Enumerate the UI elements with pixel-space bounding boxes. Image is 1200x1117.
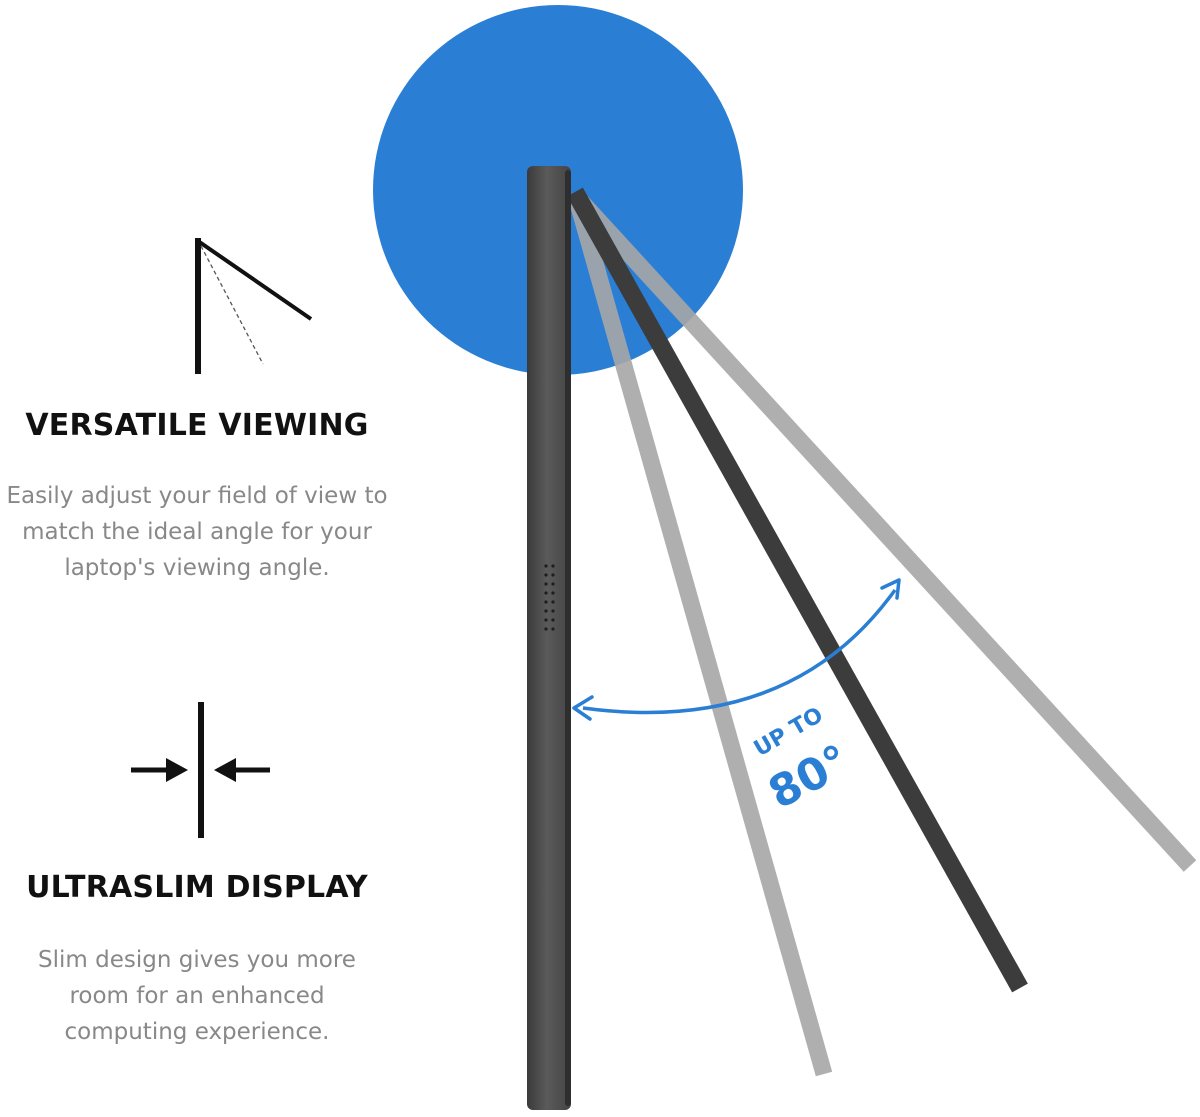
monitor-side-profile bbox=[527, 166, 571, 1110]
tilted-panel-ghost-far bbox=[569, 190, 1197, 872]
feature-title-versatile-viewing: VERSATILE VIEWING bbox=[25, 408, 369, 443]
description-line: Slim design gives you more bbox=[38, 947, 356, 973]
speaker-grille-icon bbox=[544, 564, 555, 631]
slim-profile-arrows-icon bbox=[131, 702, 270, 838]
feature-description-ultraslim-display: Slim design gives you more room for an e… bbox=[0, 942, 394, 1050]
hinge-angle-icon bbox=[195, 238, 313, 374]
angle-arc-arrow-icon bbox=[572, 578, 901, 721]
description-line: Easily adjust your field of view to bbox=[6, 483, 388, 509]
feature-title-ultraslim-display: ULTRASLIM DISPLAY bbox=[26, 870, 368, 905]
tilted-panel-dark bbox=[567, 187, 1028, 993]
description-line: room for an enhanced bbox=[69, 983, 325, 1009]
description-line: computing experience. bbox=[64, 1019, 330, 1045]
description-line: match the ideal angle for your bbox=[22, 519, 372, 545]
monitor-edge-highlight bbox=[565, 170, 571, 1106]
feature-description-versatile-viewing: Easily adjust your field of view to matc… bbox=[0, 478, 394, 586]
tilted-panel-ghost-near bbox=[567, 193, 833, 1077]
description-line: laptop's viewing angle. bbox=[64, 555, 330, 581]
